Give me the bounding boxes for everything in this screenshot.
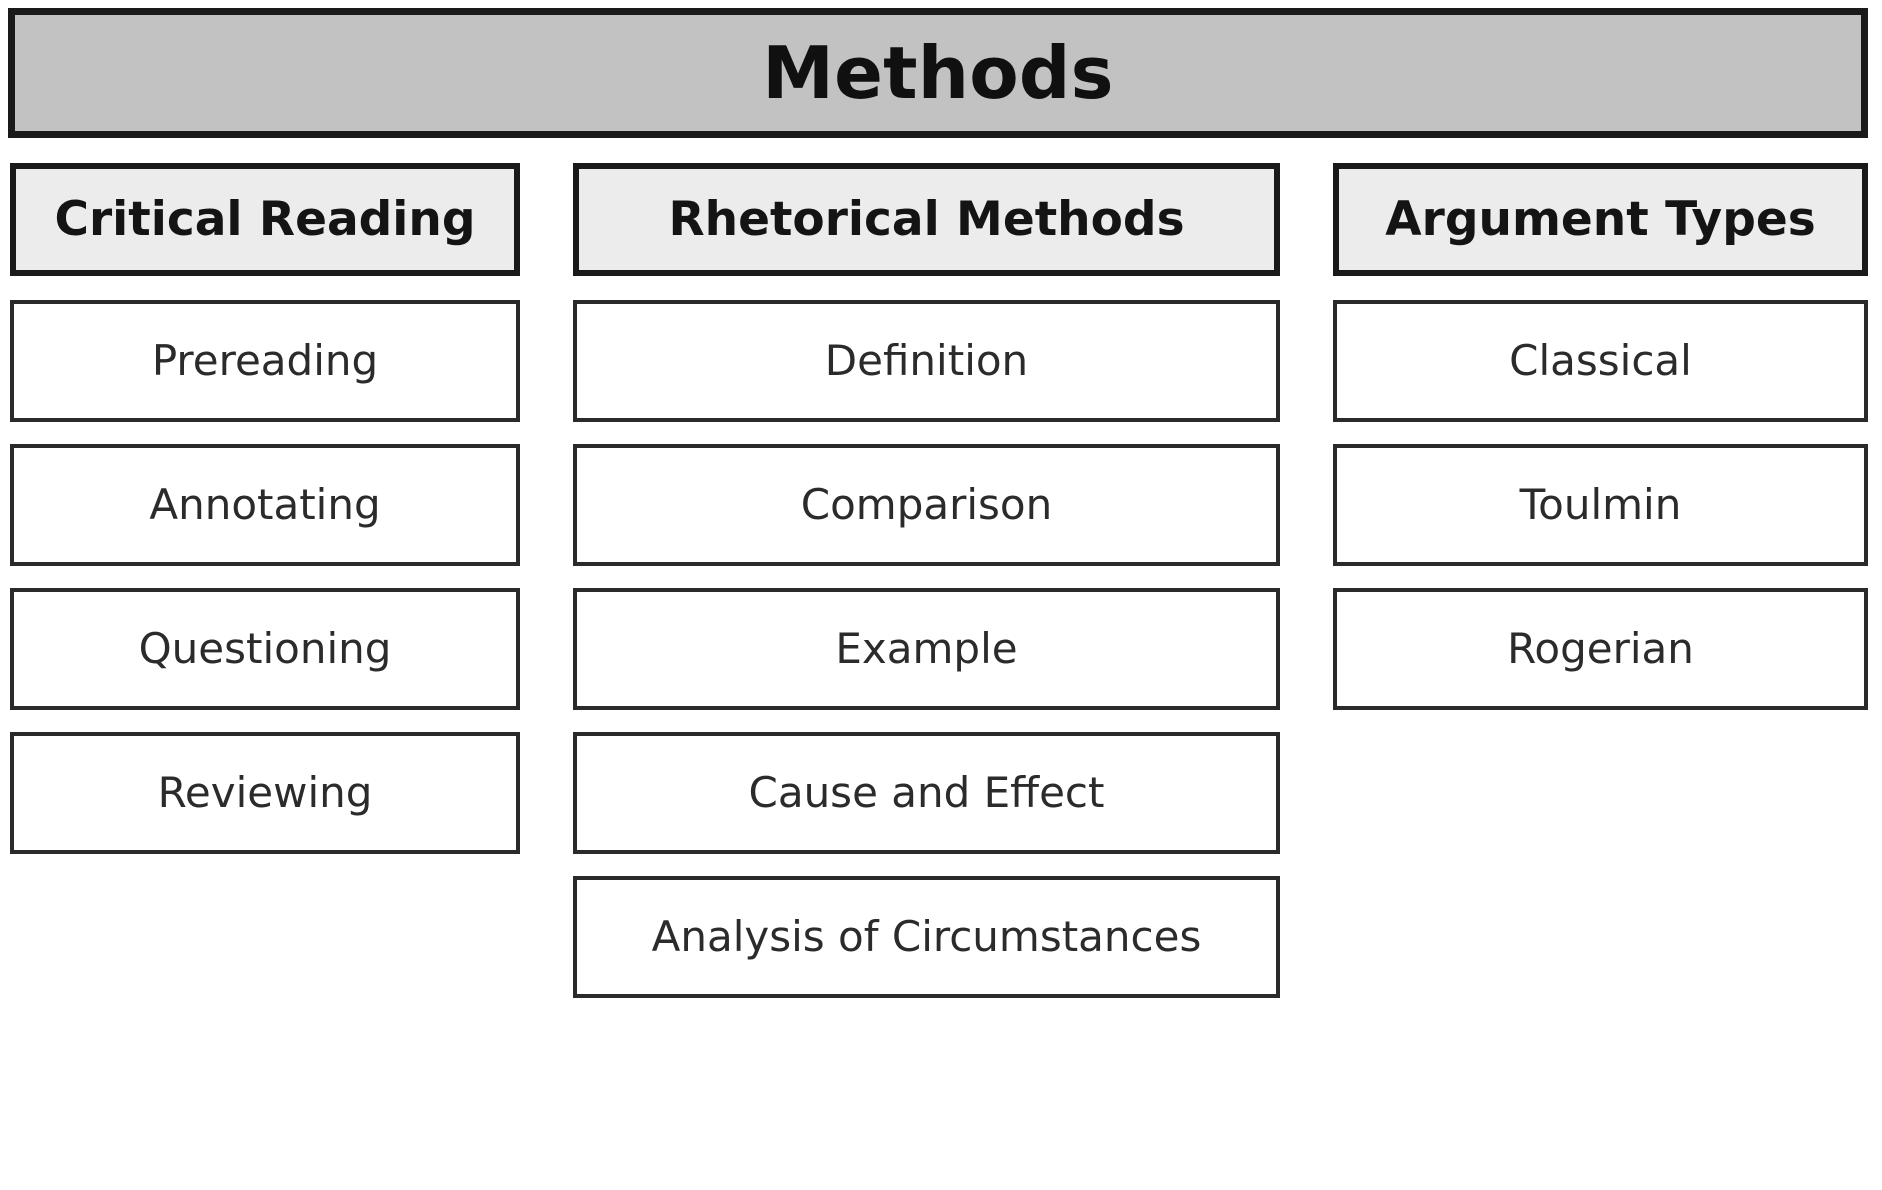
item-cause-and-effect: Cause and Effect [573, 732, 1280, 854]
item-questioning: Questioning [10, 588, 520, 710]
column-critical-reading: Critical Reading Prereading Annotating Q… [10, 163, 520, 876]
item-example: Example [573, 588, 1280, 710]
column-rhetorical-methods: Rhetorical Methods Definition Comparison… [573, 163, 1280, 1020]
item-label: Questioning [138, 624, 392, 673]
item-rogerian: Rogerian [1333, 588, 1868, 710]
column-header-rhetorical-methods: Rhetorical Methods [573, 163, 1280, 276]
item-toulmin: Toulmin [1333, 444, 1868, 566]
item-label: Classical [1509, 336, 1692, 385]
item-definition: Definition [573, 300, 1280, 422]
item-reviewing: Reviewing [10, 732, 520, 854]
item-prereading: Prereading [10, 300, 520, 422]
column-header-label: Argument Types [1385, 192, 1816, 247]
item-classical: Classical [1333, 300, 1868, 422]
diagram-title-banner: Methods [8, 8, 1868, 138]
item-label: Toulmin [1519, 480, 1682, 529]
item-label: Example [835, 624, 1018, 673]
item-label: Annotating [149, 480, 381, 529]
item-annotating: Annotating [10, 444, 520, 566]
column-argument-types: Argument Types Classical Toulmin Rogeria… [1333, 163, 1868, 732]
item-label: Prereading [151, 336, 379, 385]
column-header-label: Rhetorical Methods [668, 192, 1185, 247]
item-analysis-of-circumstances: Analysis of Circumstances [573, 876, 1280, 998]
item-label: Cause and Effect [748, 768, 1105, 817]
item-comparison: Comparison [573, 444, 1280, 566]
item-label: Definition [824, 336, 1029, 385]
item-label: Comparison [800, 480, 1053, 529]
column-header-argument-types: Argument Types [1333, 163, 1868, 276]
diagram-title-text: Methods [762, 31, 1114, 115]
item-label: Rogerian [1507, 624, 1694, 673]
item-label: Analysis of Circumstances [651, 912, 1202, 961]
item-label: Reviewing [157, 768, 373, 817]
column-header-critical-reading: Critical Reading [10, 163, 520, 276]
column-header-label: Critical Reading [54, 192, 476, 247]
